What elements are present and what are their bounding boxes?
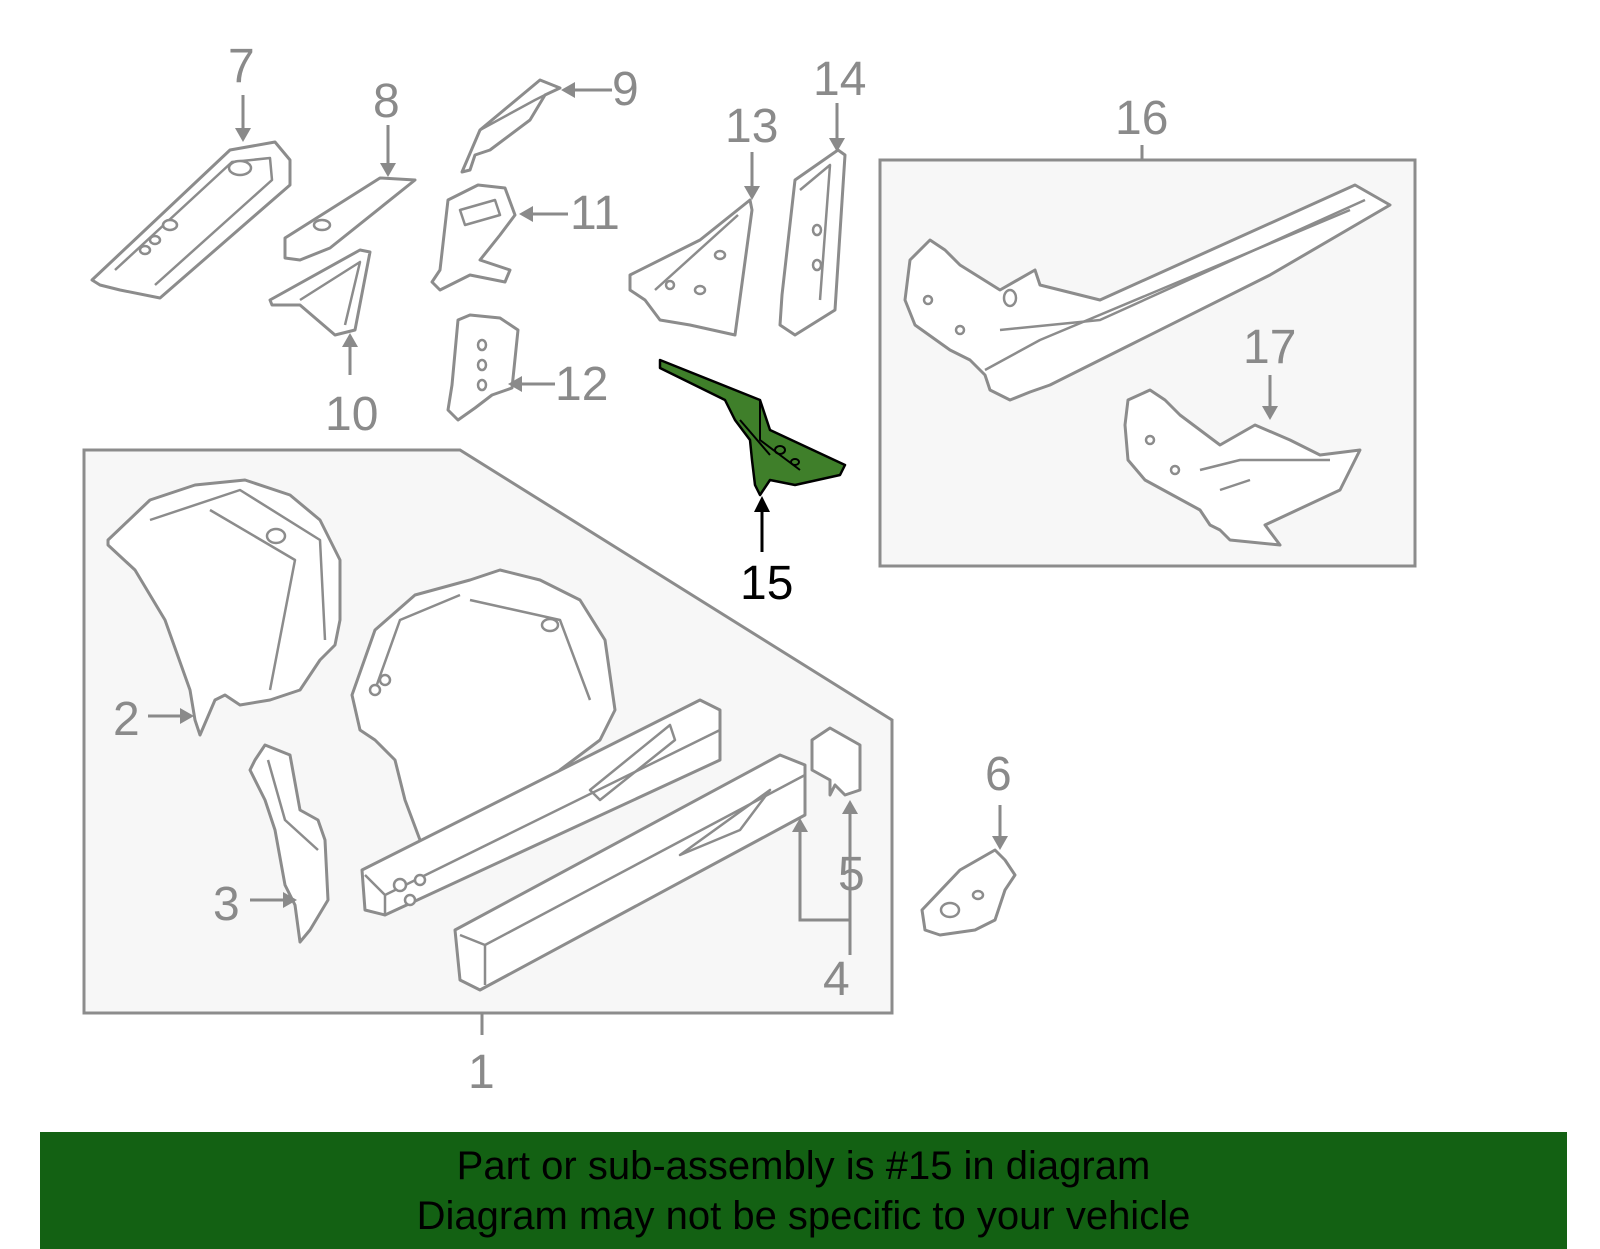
part-3 xyxy=(248,743,330,944)
callout-16: 16 xyxy=(1115,92,1168,145)
part-11 xyxy=(430,183,517,292)
part-13 xyxy=(628,198,754,337)
callout-2: 2 xyxy=(113,693,140,746)
part-5 xyxy=(810,726,862,797)
part-10 xyxy=(268,248,372,337)
callout-5: 5 xyxy=(838,848,865,901)
callout-14: 14 xyxy=(813,53,866,106)
callout-6: 6 xyxy=(985,748,1012,801)
callout-3: 3 xyxy=(213,878,240,931)
part-14 xyxy=(778,148,847,337)
part-4 xyxy=(453,753,807,992)
callout-4: 4 xyxy=(823,953,850,1006)
part-9 xyxy=(460,78,562,174)
footer-banner: Part or sub-assembly is #15 in diagram D… xyxy=(40,1132,1567,1249)
callout-13: 13 xyxy=(725,100,778,153)
callout-1: 1 xyxy=(468,1046,495,1099)
part-1-rail xyxy=(360,698,722,917)
callout-17: 17 xyxy=(1243,321,1296,374)
part-16 xyxy=(903,183,1392,402)
part-15-highlighted xyxy=(658,358,847,497)
part-2 xyxy=(106,478,342,737)
callout-12: 12 xyxy=(555,358,608,411)
part-17 xyxy=(1123,388,1362,547)
part-12 xyxy=(446,313,520,422)
callout-9: 9 xyxy=(612,63,639,116)
footer-line-2: Diagram may not be specific to your vehi… xyxy=(416,1193,1191,1238)
callout-15: 15 xyxy=(740,557,793,610)
part-7 xyxy=(90,140,292,300)
footer-line-1: Part or sub-assembly is #15 in diagram xyxy=(456,1143,1151,1188)
callout-11: 11 xyxy=(570,187,620,240)
part-6 xyxy=(920,848,1017,937)
part-8 xyxy=(283,176,417,262)
callout-10: 10 xyxy=(325,388,378,441)
callout-7: 7 xyxy=(228,40,255,93)
callout-8: 8 xyxy=(373,75,400,128)
